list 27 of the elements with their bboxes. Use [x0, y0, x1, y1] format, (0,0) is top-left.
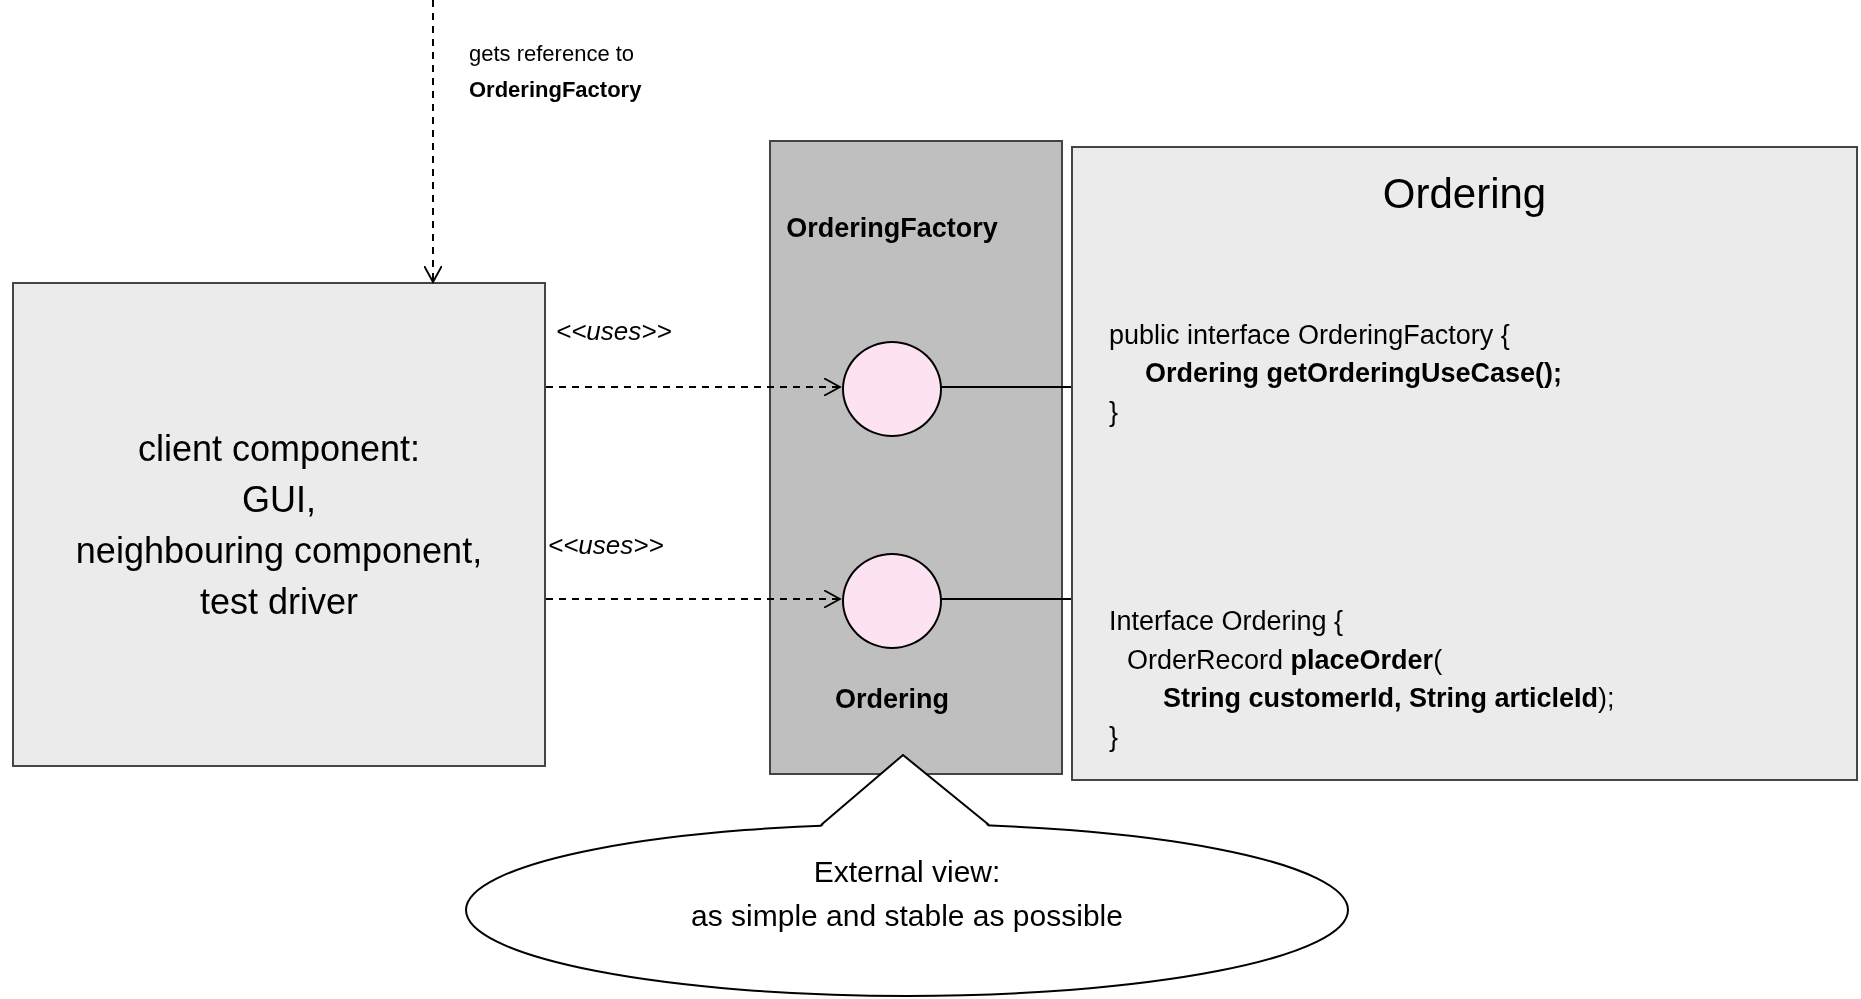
component-text: test driver: [199, 579, 358, 624]
callout-text: as simple and stable as possible: [691, 898, 1123, 934]
code-line: Interface Ordering {: [1109, 605, 1344, 638]
edge-label: <<uses>>: [548, 529, 664, 562]
code-line: public interface OrderingFactory {: [1109, 319, 1510, 352]
interface-label: OrderingFactory: [786, 212, 998, 245]
connector-line: [939, 598, 1072, 600]
code-line: Ordering getOrderingUseCase();: [1145, 357, 1563, 390]
component-text: GUI,: [242, 477, 316, 522]
component-panel: [769, 140, 1063, 775]
edge-label: <<uses>>: [556, 315, 672, 348]
interface-panel: [1071, 146, 1858, 781]
dependency-arrow: [545, 589, 841, 609]
connector-line: [939, 386, 1072, 388]
edge-label: gets reference to OrderingFactory: [469, 40, 643, 104]
code-line: }: [1109, 396, 1119, 429]
callout-text: External view:: [813, 854, 1001, 890]
component-text: client component:: [137, 426, 421, 471]
dependency-arrow: [545, 377, 841, 397]
dependency-arrow: [423, 0, 443, 283]
component-box: [12, 282, 546, 767]
component-text: neighbouring component,: [75, 528, 483, 573]
interface-label: Ordering: [835, 683, 949, 716]
code-line: String customerId, String articleId);: [1163, 682, 1615, 715]
code-line: }: [1109, 721, 1119, 754]
panel-title: Ordering: [1381, 169, 1548, 219]
code-line: OrderRecord placeOrder(: [1127, 644, 1443, 677]
